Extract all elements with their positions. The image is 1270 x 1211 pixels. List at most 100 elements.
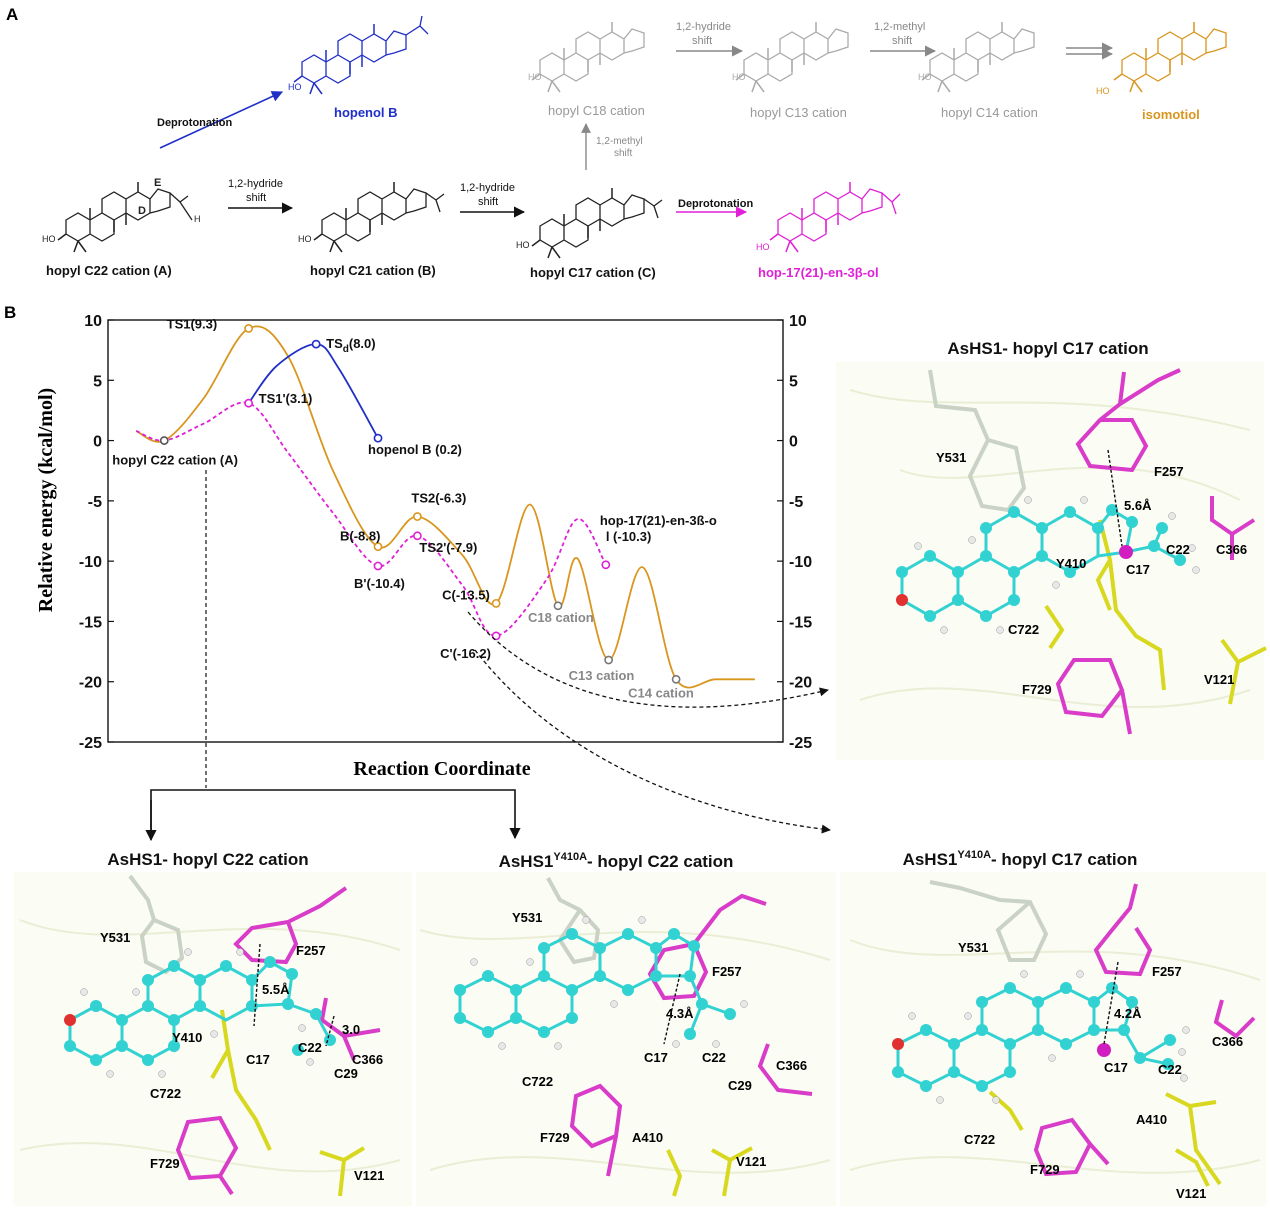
s1-f729: F729	[1022, 682, 1052, 697]
point-6	[373, 561, 383, 571]
s1-f257: F257	[1154, 464, 1184, 479]
c21-ho: HO	[298, 234, 312, 244]
s1-c722: C722	[1008, 622, 1039, 637]
c17-cation-structure: HO	[516, 187, 663, 259]
s3-title-rest: - hopyl C22 cation	[587, 852, 733, 871]
point-label-6: B'(-10.4)	[354, 576, 405, 591]
c21-cation-structure: HO	[298, 181, 445, 253]
s1-c22: C22	[1166, 542, 1190, 557]
s1-v121-residue	[1220, 638, 1267, 705]
point-label-9: C(-13.5)	[442, 587, 490, 602]
s4-c17: C17	[1104, 1060, 1128, 1075]
s2-v121-residue	[319, 1146, 366, 1197]
hydride-shift-2b: shift	[478, 196, 498, 208]
s3-f729: F729	[540, 1130, 570, 1145]
structure-panel-3: AsHS1Y410A- hopyl C22 cation Y531 F257 4…	[416, 851, 836, 1206]
isomotiol-ho: HO	[1096, 86, 1110, 96]
ring-e: E	[154, 177, 161, 189]
methyl-shift-2b: shift	[892, 35, 912, 47]
s4-y531-residue	[929, 880, 1049, 962]
s3-c29: C29	[728, 1078, 752, 1093]
s1-title: AsHS1- hopyl C17 cation	[947, 339, 1148, 358]
s2-f729-residue	[175, 1115, 239, 1196]
point-label-7: TS2(-6.3)	[411, 491, 466, 506]
s2-v121: V121	[354, 1168, 384, 1183]
c21-cation-label: hopyl C21 cation (B)	[310, 263, 436, 278]
s4-dist: 4.2Å	[1114, 1006, 1142, 1021]
s1-distance-line	[1107, 449, 1123, 547]
deprotonation-label-2: Deprotonation	[678, 198, 753, 210]
s4-title-sup: Y410A	[957, 849, 991, 861]
point-2	[244, 398, 254, 408]
point-label-4: hopenol B (0.2)	[368, 442, 462, 457]
s2-atoms	[64, 956, 336, 1066]
c18-cation-structure: HO	[528, 21, 645, 93]
y-tick-label-left-1: 5	[93, 373, 102, 390]
s4-hydrogens	[908, 970, 1190, 1104]
point-10	[491, 631, 501, 641]
structure-panel-2: AsHS1- hopyl C22 cation Y531 F257 5.5Å 3…	[14, 850, 412, 1206]
s2-title: AsHS1- hopyl C22 cation	[107, 850, 308, 869]
methyl-shift-2a: 1,2-methyl	[874, 21, 925, 33]
s1-y410: Y410	[1056, 556, 1086, 571]
deprotonation-label-1: Deprotonation	[157, 117, 232, 129]
s1-atoms	[896, 504, 1186, 622]
s4-f257-residue	[1093, 883, 1153, 977]
hopenol-b-ho: HO	[288, 82, 302, 92]
s2-y410: Y410	[172, 1030, 202, 1045]
y-tick-label-right-7: -25	[789, 735, 812, 752]
s3-c22: C22	[702, 1050, 726, 1065]
point-label-8: TS2'(-7.9)	[419, 540, 477, 555]
s3-atoms	[454, 928, 736, 1040]
hopenol-b-structure: HO	[288, 15, 429, 95]
structure-panel-1: AsHS1- hopyl C17 cation Y531 F257 5.6Å C…	[836, 339, 1267, 760]
point-label-1: TS1(9.3)	[167, 316, 218, 331]
point-3	[311, 339, 321, 349]
s2-distance-line-2	[325, 1015, 335, 1047]
s3-c722: C722	[522, 1074, 553, 1089]
hydride-shift-1b: shift	[246, 192, 266, 204]
y-tick-label-right-3: -5	[789, 494, 803, 511]
s4-c722: C722	[964, 1132, 995, 1147]
c17-ho: HO	[516, 240, 530, 250]
s1-c17: C17	[1126, 562, 1150, 577]
s4-c366: C366	[1212, 1034, 1243, 1049]
s2-dist: 5.5Å	[262, 982, 290, 997]
point-11	[553, 601, 563, 611]
y-tick-label-left-4: -10	[79, 554, 102, 571]
s2-f729: F729	[150, 1156, 180, 1171]
s2-hydrogens	[80, 948, 314, 1078]
ring-d: D	[138, 205, 146, 217]
c22-cation-label: hopyl C22 cation (A)	[46, 263, 172, 278]
connector-to-y410a-c17	[474, 649, 831, 834]
s2-c366: C366	[352, 1052, 383, 1067]
y-tick-label-right-5: -15	[789, 614, 812, 631]
point-8	[412, 531, 422, 541]
s2-f257-residue	[233, 886, 348, 965]
c13-cation-label: hopyl C13 cation	[750, 105, 847, 120]
hydride-shift-2a: 1,2-hydride	[460, 182, 515, 194]
panel-a-letter: A	[6, 5, 18, 24]
panel-a: A HO hopenol B Deprotonation HO hopyl C1…	[6, 5, 1227, 280]
point-label-0: hopyl C22 cation (A)	[112, 453, 238, 468]
c13-ho: HO	[732, 72, 746, 82]
point-0	[159, 436, 169, 445]
point-label-13: C14 cation	[628, 685, 694, 700]
s4-y531: Y531	[958, 940, 988, 955]
s4-v121: V121	[1176, 1186, 1206, 1201]
y-tick-label-right-6: -20	[789, 675, 812, 692]
s4-title: AsHS1Y410A- hopyl C17 cation	[903, 849, 1138, 869]
s2-y531: Y531	[100, 930, 130, 945]
c14-ho: HO	[918, 72, 932, 82]
point-1	[244, 324, 254, 333]
s4-v121-residue	[1174, 1148, 1210, 1187]
s3-f257: F257	[712, 964, 742, 979]
c22-h: H	[194, 214, 201, 224]
chart-ylabel: Relative energy (kcal/mol)	[35, 388, 57, 612]
y-tick-label-left-5: -15	[79, 614, 102, 631]
s2-distance-line	[253, 943, 261, 1027]
s4-a410-residue	[1165, 1092, 1222, 1186]
y-tick-label-right-2: 0	[789, 434, 798, 451]
point-label-2: TS1'(3.1)	[259, 391, 313, 406]
